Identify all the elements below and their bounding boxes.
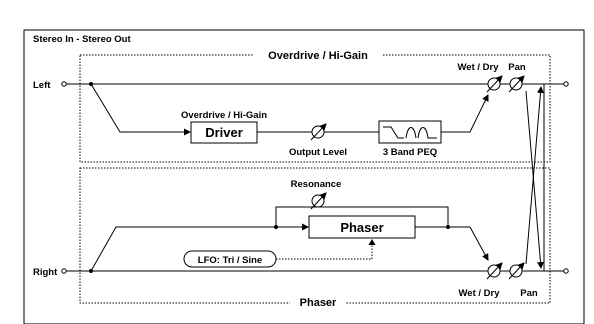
phaser-output-node [446,225,450,229]
resonance-label: Resonance [291,179,342,190]
output-level-knob [310,123,327,141]
resonance-knob [310,192,327,210]
pan-top-knob [508,75,525,93]
driver-label: Driver [205,125,243,140]
left-to-driver-line [90,83,191,136]
wet-dry-bottom-label: Wet / Dry [458,288,500,299]
resonance-feedback-loop [275,206,449,227]
overdrive-section-label-bg [254,49,382,61]
right-input-label: Right [33,267,58,278]
left-input-label: Left [33,80,51,91]
peq-to-wetdry-line [441,94,489,133]
right-to-phaser-line [90,223,309,272]
left-output-terminal [563,81,569,87]
pan-cross-right-to-left [525,86,544,265]
diagram-title: Stereo In - Stereo Out [33,34,131,45]
lfo-arrowhead [368,239,376,245]
phaser-section-label-bg [290,296,346,308]
pan-bottom-label: Pan [520,288,538,299]
output-level-label: Output Level [289,147,347,158]
left-input-terminal [61,81,67,87]
pan-bottom-knob [508,262,525,280]
wet-dry-top-label: Wet / Dry [457,62,499,73]
resonance-return-node [274,225,278,229]
right-input-terminal [61,268,67,274]
right-output-terminal [563,268,569,274]
peq-curve-icon [383,126,437,139]
pan-top-label: Pan [508,62,526,73]
phaser-to-wetdry-line [469,226,489,261]
wet-dry-bottom-knob [486,262,503,280]
phaser-label: Phaser [340,220,383,235]
wet-dry-top-knob [486,75,503,93]
peq-label: 3 Band PEQ [383,147,437,158]
driver-caption: Overdrive / Hi-Gain [181,110,267,121]
peq-block [378,120,442,144]
lfo-modulation-line [276,241,373,260]
outer-frame [23,29,585,324]
overdrive-section-label: Overdrive / Hi-Gain [268,50,368,62]
lfo-label: LFO: Tri / Sine [198,255,262,266]
phaser-section-label: Phaser [300,297,337,309]
